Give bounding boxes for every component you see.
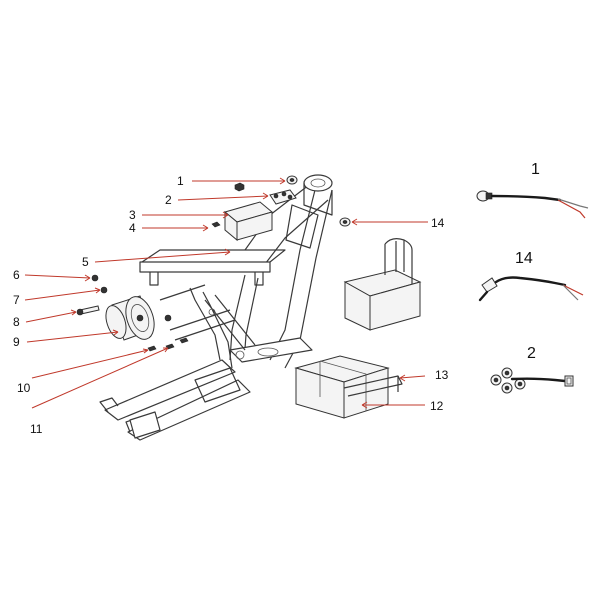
callout-3: 3 [129, 208, 136, 222]
motorcycle-frame [99, 174, 333, 441]
inset-14-harness: 14 [478, 250, 584, 302]
callout-8: 8 [13, 315, 20, 329]
inset-label-14: 14 [515, 250, 533, 267]
callout-4: 4 [129, 221, 136, 235]
part-6-washer [91, 274, 99, 282]
battery-lower [294, 355, 390, 419]
part-13-strap [343, 375, 403, 397]
callout-12: 12 [430, 399, 444, 413]
callout-1: 1 [177, 174, 184, 188]
part-10-bolt [147, 345, 157, 352]
part-3-controller-box [223, 201, 274, 242]
callout-13: 13 [435, 368, 449, 382]
inset-label-2: 2 [527, 345, 536, 362]
callout-2: 2 [165, 193, 172, 207]
part-4-screw [211, 221, 221, 228]
callout-5: 5 [82, 255, 89, 269]
part-8-bolt [76, 305, 172, 322]
part-9-motor [105, 295, 155, 341]
callout-10: 10 [17, 381, 31, 395]
part-7-nut [100, 286, 108, 294]
inset-1-harness: 1 [476, 161, 589, 219]
part-2-nut [234, 182, 245, 192]
battery-upper [343, 238, 422, 331]
inset-2-harness: 2 [490, 345, 574, 394]
part-1-bolt [286, 175, 298, 185]
leader-lines [24, 177, 428, 409]
callout-labels: 1 2 3 4 5 6 7 8 9 10 11 12 13 14 [13, 174, 449, 436]
part-14-connector [339, 217, 351, 227]
callout-14: 14 [431, 216, 445, 230]
callout-7: 7 [13, 293, 20, 307]
callout-9: 9 [13, 335, 20, 349]
inset-label-1: 1 [531, 161, 540, 178]
terminal-cluster [269, 189, 297, 205]
callout-6: 6 [13, 268, 20, 282]
callout-11: 11 [30, 422, 43, 436]
